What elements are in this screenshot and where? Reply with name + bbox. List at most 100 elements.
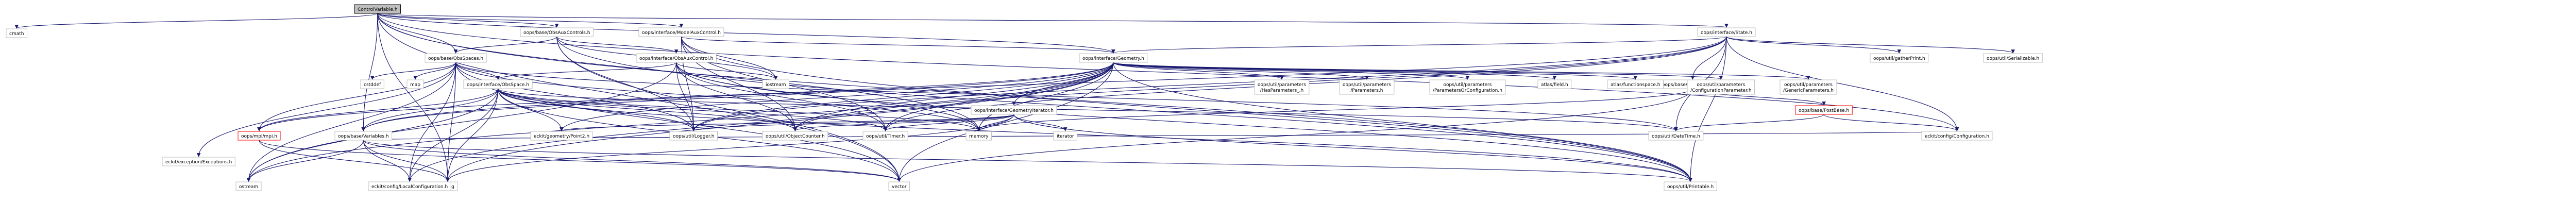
graph-node-obs-aux-controls[interactable]: oops/base/ObsAuxControls.h: [520, 27, 594, 37]
edge-ObsSpaces-to-cstddef: [370, 62, 456, 80]
graph-node-params-or-config[interactable]: oops/util/parameters/ParametersOrConfigu…: [1429, 79, 1506, 95]
graph-node-logger[interactable]: oops/util/Logger.h: [669, 131, 718, 141]
node-box: [238, 131, 281, 141]
node-box: [1795, 105, 1853, 115]
node-box: [669, 131, 718, 141]
graph-node-params-cplx[interactable]: oops/util/parameters/HasParameters_.h: [1254, 79, 1310, 95]
node-box: [1079, 53, 1148, 63]
graph-node-exceptions[interactable]: eckit/exception/Exceptions.h: [162, 157, 235, 166]
edge-Variables-to-vector: [363, 140, 901, 182]
node-box: [354, 4, 401, 14]
node-label: oops/util/parameters: [1444, 82, 1492, 88]
graph-node-atlas-field[interactable]: atlas/field.h: [1537, 79, 1572, 89]
node-box: [1607, 79, 1664, 89]
edge-ObsSpaces-to-Logger: [455, 62, 696, 131]
node-label: oops/util/parameters: [1258, 82, 1306, 88]
graph-node-serializable[interactable]: oops/util/Serializable.h: [1983, 53, 2043, 63]
edge-ObsSpaces-to-string: [446, 62, 456, 182]
edge-ObsSpace-to-Logger: [498, 88, 696, 131]
graph-node-parameters[interactable]: oops/util/parameters/Parameters.h: [1339, 79, 1395, 95]
graph-node-local-config[interactable]: eckit/config/LocalConfiguration.h: [368, 181, 451, 191]
node-box: [1053, 131, 1078, 141]
node-label: oops/util/Serializable.h: [1987, 56, 2039, 61]
node-box: [762, 79, 790, 89]
edge-ObsSpaces-to-map: [413, 62, 456, 80]
edge-GeometryIterator-to-Logger: [691, 114, 1014, 131]
graph-node-variables[interactable]: oops/base/Variables.h: [334, 131, 393, 141]
graph-node-obs-aux-control[interactable]: oops/interface/ObsAuxControl.h: [636, 53, 717, 63]
node-label: oops/util/Logger.h: [673, 134, 714, 139]
node-label: oops/util/parameters: [1697, 82, 1745, 88]
node-box: [368, 181, 451, 191]
graph-node-iterator[interactable]: iterator: [1053, 131, 1078, 141]
edge-PostBase-to-Configurator: [1823, 114, 1959, 131]
graph-node-memory[interactable]: memory: [965, 131, 992, 141]
edge-ObsSpace-to-mpi: [257, 88, 499, 131]
node-label: atlas/functionspace.h: [1611, 82, 1660, 88]
graph-node-ostream[interactable]: ostream: [235, 181, 262, 191]
edge-Variables-to-Configurator: [363, 130, 1958, 141]
graph-node-post-base[interactable]: oops/base/PostBase.h: [1795, 105, 1853, 115]
node-label: eckit/exception/Exceptions.h: [165, 160, 232, 165]
graph-node-point-l-l[interactable]: eckit/geometry/Point2.h: [530, 131, 593, 141]
graph-node-unitialized-point[interactable]: oops/util/gatherPrint.h: [1870, 53, 1929, 63]
node-label: memory: [969, 134, 989, 139]
edge-ModelAuxControl-to-iostream: [681, 36, 778, 80]
graph-node-printable[interactable]: oops/util/Printable.h: [1664, 181, 1717, 191]
graph-node-cmath[interactable]: cmath: [6, 28, 27, 38]
node-box: [463, 79, 533, 89]
graph-node-model-aux-control[interactable]: oops/interface/ModelAuxControl.h: [638, 27, 724, 37]
graph-node-map[interactable]: map: [406, 79, 424, 89]
graph-node-obs-space[interactable]: oops/interface/ObsSpace.h: [463, 79, 533, 89]
graph-node-date-time[interactable]: oops/util/DateTime.h: [1648, 131, 1704, 141]
graph-node-timer[interactable]: oops/util/Timer.h: [862, 131, 908, 141]
node-label: /HasParameters_.h: [1260, 88, 1304, 93]
node-label: oops/interface/State.h: [1701, 30, 1752, 36]
graph-node-mpi[interactable]: oops/mpi/mpi.h: [238, 131, 281, 141]
graph-node-generic-params[interactable]: oops/util/parameters/GenericParameters.h: [1780, 79, 1837, 95]
edge-ObsSpace-to-PointLL: [498, 88, 564, 131]
edge-Geometry-to-ParamsOrConfig: [1113, 62, 1470, 80]
graph-node-object-counter[interactable]: oops/util/ObjectCounter.h: [762, 131, 828, 141]
node-box: [1780, 79, 1837, 95]
edge-ObsAuxControls-to-vector: [556, 36, 902, 182]
graph-node-cstddef[interactable]: cstddef: [360, 79, 384, 89]
graph-node-geometry[interactable]: oops/interface/Geometry.h: [1079, 53, 1148, 63]
node-label: eckit/config/LocalConfiguration.h: [371, 184, 448, 190]
edge-root-to-Geometry: [377, 13, 1115, 54]
graph-node-iostream[interactable]: iostream: [762, 79, 790, 89]
node-box: [1697, 27, 1756, 37]
node-box: [406, 79, 424, 89]
graph-node-obs-spaces[interactable]: oops/base/ObsSpaces.h: [425, 53, 487, 63]
edge-ModelAuxControl-to-Printable: [681, 36, 1692, 182]
node-box: [1921, 131, 1993, 141]
edge-PostProcessor-to-memory: [977, 88, 1693, 131]
graph-node-geometry-iterator[interactable]: oops/interface/GeometryIterator.h: [971, 105, 1057, 115]
edge-ObsAuxControl-to-Timer: [676, 62, 888, 131]
node-box: [1339, 79, 1395, 95]
graph-node-state[interactable]: oops/interface/State.h: [1697, 27, 1756, 37]
graph-node-vector[interactable]: vector: [888, 181, 910, 191]
node-box: [1983, 53, 2043, 63]
edge-Geometry-to-GenericParams: [1113, 62, 1810, 80]
node-box: [1648, 131, 1704, 141]
edge-State-to-Configurator: [1726, 36, 1959, 131]
graph-node-atlas-f-s[interactable]: atlas/functionspace.h: [1607, 79, 1664, 89]
edge-Geometry-to-Parameters: [1113, 62, 1369, 80]
edge-ObsSpaces-to-ObsSpace: [455, 62, 500, 80]
graph-node-config-param[interactable]: oops/util/parameters/ConfigurationParame…: [1687, 79, 1755, 95]
edge-State-to-Geometry: [1111, 36, 1727, 54]
node-label: eckit/config/Configuration.h: [1925, 134, 1989, 139]
edge-Geometry-to-ConfigParam: [1113, 62, 1723, 80]
edge-root-to-ModelAuxControl: [377, 13, 684, 28]
graph-node-configurator[interactable]: eckit/config/Configuration.h: [1921, 131, 1993, 141]
node-label: iostream: [766, 82, 786, 88]
edge-Geometry-to-GeometryIterator: [1012, 62, 1114, 106]
node-box: [1537, 79, 1572, 89]
edge-ModelAuxControl-to-Logger: [681, 36, 696, 131]
edge-root-to-cmath: [14, 13, 378, 29]
edge-ObsSpaces-to-memory: [455, 62, 981, 131]
node-label: oops/interface/Geometry.h: [1082, 56, 1144, 61]
node-box: [1429, 79, 1506, 95]
edge-root-to-string: [377, 13, 450, 182]
